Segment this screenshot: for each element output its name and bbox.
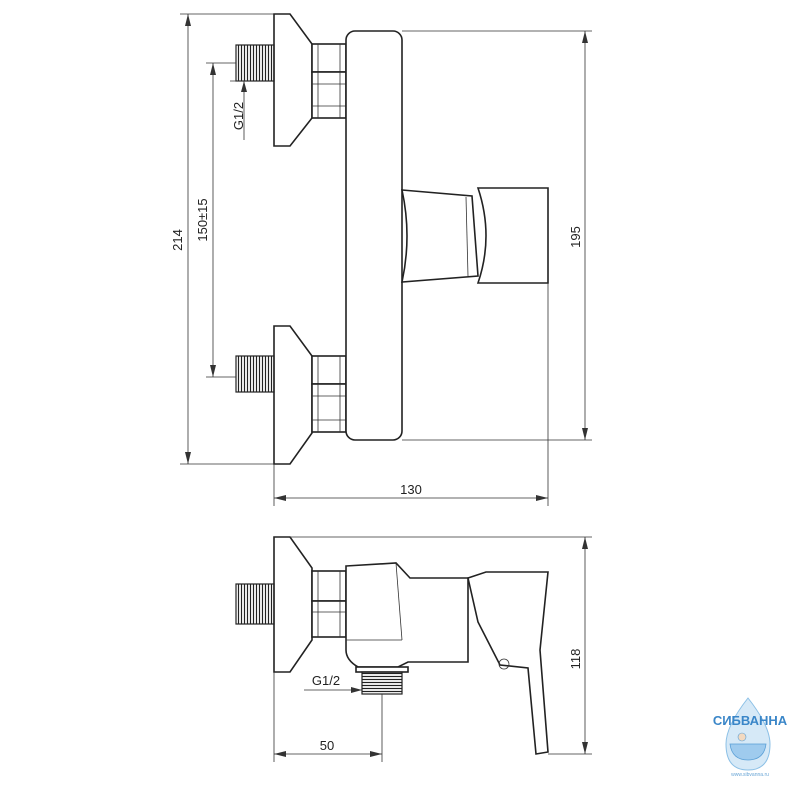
lower-inlet-thread (235, 355, 275, 393)
lower-eccentric-nut (311, 355, 347, 433)
mixer-body (345, 30, 403, 441)
dim-total-height-label: 214 (170, 229, 185, 251)
dim-side-height: 118 (290, 536, 592, 755)
dim-inlet-thread: G1/2 (230, 80, 250, 140)
dim-inlet-spacing-label: 150±15 (195, 198, 210, 241)
dim-inlet-spacing: 150±15 (195, 62, 236, 378)
bathtub-icon (729, 743, 767, 761)
dim-body-height: 195 (402, 30, 592, 441)
side-outlet-thread (355, 666, 409, 673)
side-view: 118 50 G1/2 (235, 536, 592, 762)
upper-wall-flange (273, 13, 313, 147)
dim-body-height-label: 195 (568, 226, 583, 248)
dim-outlet-offset: 50 (273, 672, 383, 762)
handle-lever (476, 187, 549, 284)
upper-inlet-thread (235, 44, 275, 82)
side-wall-flange (273, 536, 313, 673)
dim-outlet-thread-label: G1/2 (312, 673, 340, 688)
watermark-url: www.sibvanna.ru (731, 772, 769, 778)
lower-wall-flange (273, 325, 313, 465)
dim-inlet-thread-label: G1/2 (231, 102, 246, 130)
side-eccentric-nut (311, 570, 347, 638)
dim-outlet-offset-label: 50 (320, 738, 334, 753)
dim-outlet-thread: G1/2 (304, 673, 362, 693)
side-handle-lever (467, 571, 549, 755)
cartridge-neck (400, 189, 479, 283)
watermark-logo: СИБВАННА www.sibvanna.ru (713, 697, 788, 778)
dim-width-label: 130 (400, 482, 422, 497)
front-view: 214 150±15 G1/2 195 (170, 13, 592, 506)
side-inlet-thread (235, 583, 275, 625)
dim-total-height: 214 (170, 13, 274, 465)
side-mixer-body (345, 562, 469, 668)
dim-width: 130 (273, 283, 549, 506)
upper-eccentric-nut (311, 43, 347, 119)
dim-side-height-label: 118 (568, 649, 583, 670)
side-outlet-thread-hatch (361, 671, 403, 695)
watermark-brand: СИБВАННА (713, 713, 788, 728)
